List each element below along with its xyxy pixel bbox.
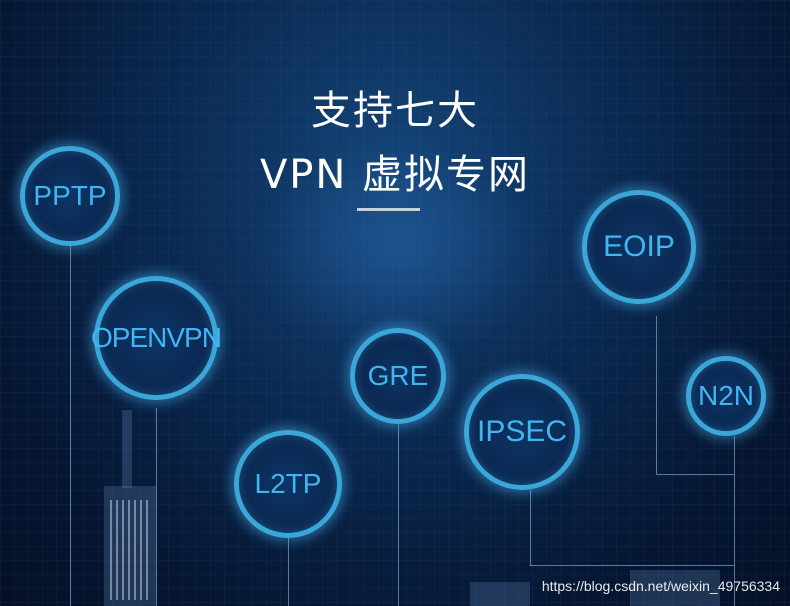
protocol-node-eoip: EOIP <box>582 190 696 304</box>
protocol-label: L2TP <box>254 468 322 499</box>
protocol-label: OPENVPN <box>91 322 222 353</box>
connector-n2n <box>734 436 735 606</box>
connector-eoip <box>656 316 657 474</box>
connector-eoip-h <box>656 474 734 475</box>
protocol-label: GRE <box>367 360 429 391</box>
connector-gre <box>398 424 399 606</box>
protocol-label: IPSEC <box>476 415 568 448</box>
connector-openvpn <box>156 408 157 606</box>
title-divider <box>357 208 420 211</box>
protocol-node-pptp: PPTP <box>20 146 120 246</box>
protocol-node-openvpn: OPENVPN <box>91 276 222 400</box>
connector-pptp <box>70 246 71 606</box>
protocol-label: PPTP <box>33 180 107 211</box>
page-title-line2: VPN 虚拟专网 <box>259 152 531 198</box>
watermark-url: https://blog.csdn.net/weixin_49756334 <box>541 578 780 594</box>
connector-l2tp <box>288 538 289 606</box>
building-left-windows <box>110 500 150 600</box>
protocol-node-n2n: N2N <box>686 356 766 436</box>
protocol-label: N2N <box>697 380 754 411</box>
background-glow <box>250 140 550 360</box>
connector-ipsec <box>530 490 531 566</box>
building-bottom-right <box>470 582 530 606</box>
protocol-node-gre: GRE <box>350 328 446 424</box>
page-title-line1: 支持七大 <box>311 88 479 134</box>
protocol-node-l2tp: L2TP <box>234 430 342 538</box>
protocol-node-ipsec: IPSEC <box>464 374 580 490</box>
building-left-tower <box>122 410 132 488</box>
protocol-label: EOIP <box>603 230 675 263</box>
building-bottom-right-2 <box>630 570 720 606</box>
connector-ipsec-h <box>530 565 734 566</box>
